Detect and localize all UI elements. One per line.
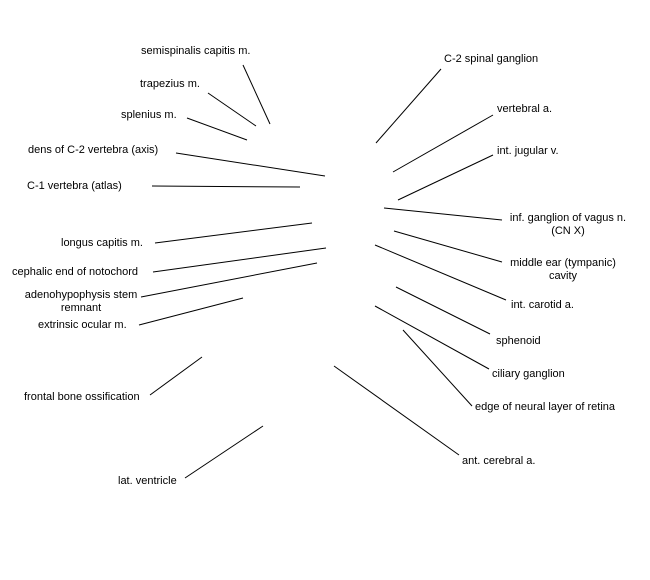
leader-vertebral-a bbox=[392, 114, 494, 173]
leader-trapezius bbox=[207, 92, 257, 127]
label-semispinalis: semispinalis capitis m. bbox=[141, 45, 251, 57]
label-c2-ganglion: C-2 spinal ganglion bbox=[444, 53, 539, 65]
leader-semispinalis bbox=[242, 64, 271, 125]
leader-ocular bbox=[138, 297, 244, 326]
leader-ciliary bbox=[374, 305, 490, 370]
label-frontal: frontal bone ossification bbox=[24, 391, 140, 403]
label-adenohypophysis-line2: remnant bbox=[60, 302, 102, 314]
label-longus: longus capitis m. bbox=[61, 237, 143, 249]
label-notochord: cephalic end of notochord bbox=[12, 266, 138, 278]
label-middle-ear-line2: cavity bbox=[548, 270, 578, 282]
label-trapezius: trapezius m. bbox=[140, 78, 200, 90]
leader-frontal bbox=[149, 356, 203, 396]
leader-cerebral bbox=[333, 365, 460, 456]
label-sphenoid: sphenoid bbox=[496, 335, 541, 347]
label-splenius: splenius m. bbox=[121, 109, 177, 121]
leader-jugular bbox=[397, 154, 494, 201]
label-carotid: int. carotid a. bbox=[511, 299, 574, 311]
label-middle-ear: middle ear (tympanic) cavity bbox=[503, 257, 623, 283]
leader-atlas bbox=[151, 185, 301, 188]
label-ocular: extrinsic ocular m. bbox=[38, 319, 127, 331]
leader-dens bbox=[175, 152, 326, 177]
label-ciliary: ciliary ganglion bbox=[492, 368, 565, 380]
label-adenohypophysis: adenohypophysis stem remnant bbox=[22, 289, 140, 315]
leader-sphenoid bbox=[395, 286, 491, 335]
label-vertebral-a: vertebral a. bbox=[497, 103, 553, 115]
label-vagus: inf. ganglion of vagus n. (CN X) bbox=[504, 212, 632, 238]
leader-adenohypophysis bbox=[140, 262, 318, 298]
label-dens: dens of C-2 vertebra (axis) bbox=[28, 144, 159, 156]
leader-vagus bbox=[383, 207, 503, 221]
leader-retina bbox=[402, 329, 473, 407]
label-jugular: int. jugular v. bbox=[497, 145, 559, 157]
leader-ventricle bbox=[184, 425, 264, 479]
leader-carotid bbox=[374, 244, 507, 301]
label-vagus-line1: inf. ganglion of vagus n. bbox=[509, 212, 627, 224]
leader-longus bbox=[154, 222, 313, 244]
label-adenohypophysis-line1: adenohypophysis stem bbox=[24, 289, 138, 301]
label-atlas: C-1 vertebra (atlas) bbox=[27, 180, 122, 192]
label-cerebral: ant. cerebral a. bbox=[462, 455, 536, 467]
label-middle-ear-line1: middle ear (tympanic) bbox=[510, 257, 616, 269]
label-vagus-line2: (CN X) bbox=[551, 225, 585, 237]
leader-notochord bbox=[152, 247, 327, 273]
leader-c2-ganglion bbox=[375, 68, 442, 144]
leader-splenius bbox=[186, 117, 248, 141]
leader-middle-ear bbox=[393, 230, 503, 263]
label-retina: edge of neural layer of retina bbox=[475, 401, 616, 413]
label-ventricle: lat. ventricle bbox=[118, 475, 177, 487]
